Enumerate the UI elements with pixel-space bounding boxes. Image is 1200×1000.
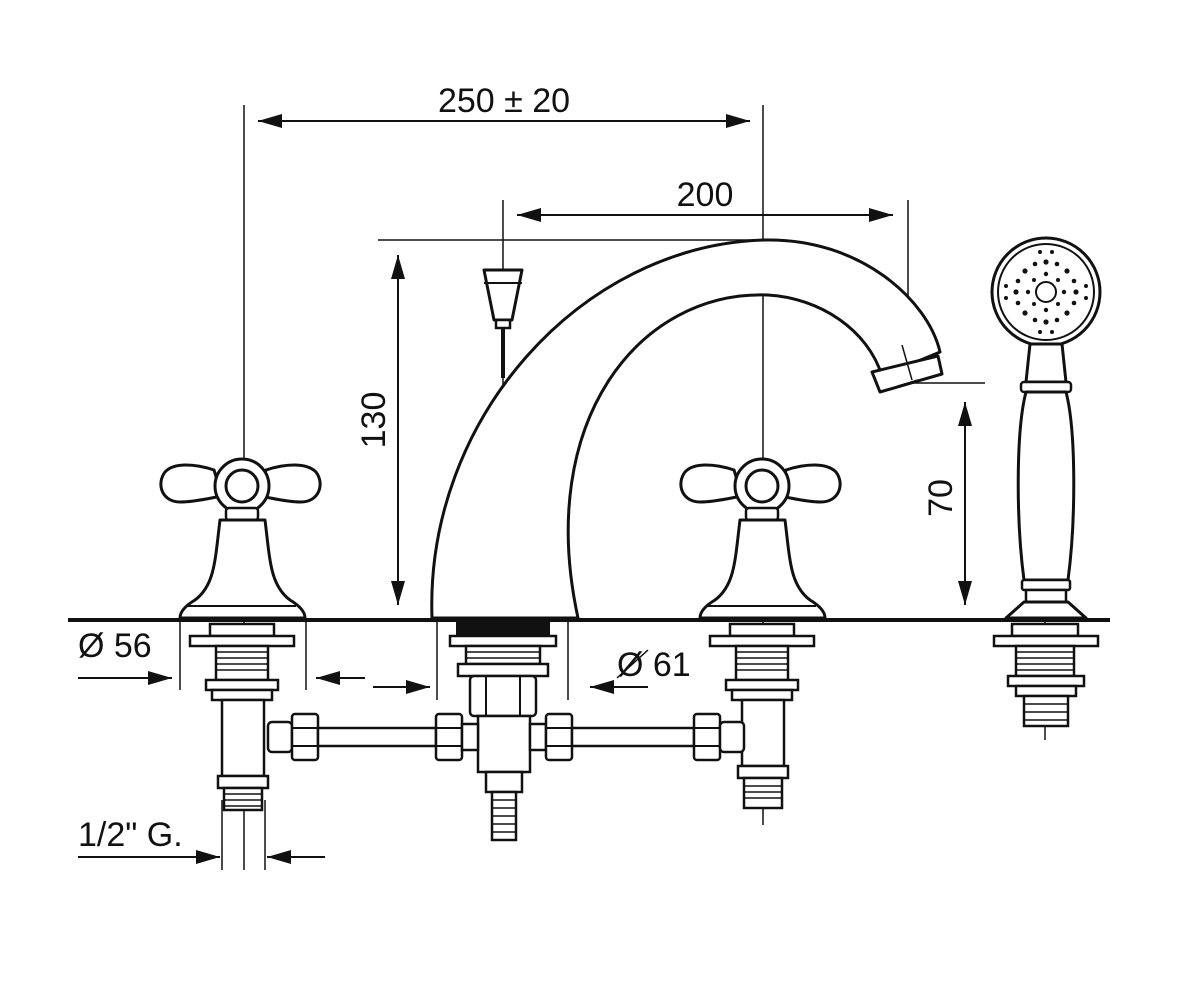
hand-shower-mount (992, 622, 1100, 728)
label-outlet-height: 70 (922, 479, 960, 517)
spout-mount (448, 622, 558, 718)
label-spout-base-diameter: Ø 61 (617, 646, 691, 684)
dimension-spout-base: Ø 61 (373, 646, 691, 694)
hand-shower (990, 236, 1102, 620)
connecting-pipe-right (528, 712, 746, 762)
distribution-manifold (476, 714, 532, 842)
pop-up-knob (482, 268, 524, 378)
dimension-spout-reach: 200 (517, 176, 893, 222)
dimension-spout-height: 130 (355, 255, 405, 605)
label-handle-base-diameter: Ø 56 (78, 627, 152, 665)
label-thread-size: 1/2" G. (78, 816, 183, 854)
label-overall-spacing: 250 ± 20 (438, 82, 570, 120)
spout (430, 238, 944, 620)
label-spout-reach: 200 (677, 176, 734, 214)
connecting-pipe-left (266, 712, 480, 762)
label-spout-height: 130 (355, 392, 393, 449)
dimension-overall-spacing: 250 ± 20 (258, 82, 750, 128)
cross-handle-left (159, 457, 322, 620)
shower-nozzles (1004, 250, 1088, 334)
dimension-handle-base: Ø 56 (78, 627, 365, 685)
dimension-thread: 1/2" G. (78, 816, 325, 864)
valve-body-left (188, 622, 296, 812)
valve-body-right (708, 622, 816, 810)
dimension-outlet-height: 70 (922, 402, 972, 605)
cross-handle-right (679, 457, 842, 620)
